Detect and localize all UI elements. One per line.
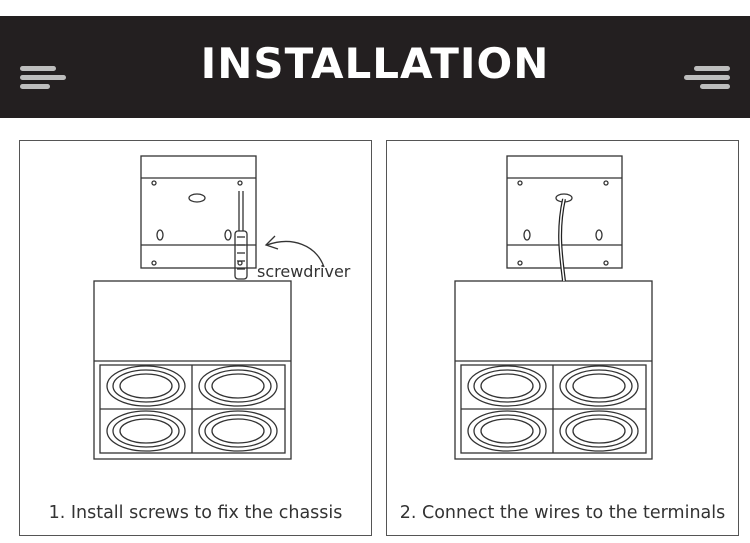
page-title: INSTALLATION (200, 39, 550, 88)
step-1-panel: screwdriver 1. Install screws to fix the… (19, 140, 372, 536)
header-banner: INSTALLATION (0, 16, 750, 118)
step-2-panel: 2. Connect the wires to the terminals (386, 140, 739, 536)
chassis-screw-illustration: screwdriver (93, 155, 351, 460)
step-1-caption: 1. Install screws to fix the chassis (48, 503, 343, 523)
wiring-illustration (454, 155, 653, 460)
step-2-caption: 2. Connect the wires to the terminals (399, 503, 726, 523)
screwdriver-label: screwdriver (257, 262, 351, 281)
